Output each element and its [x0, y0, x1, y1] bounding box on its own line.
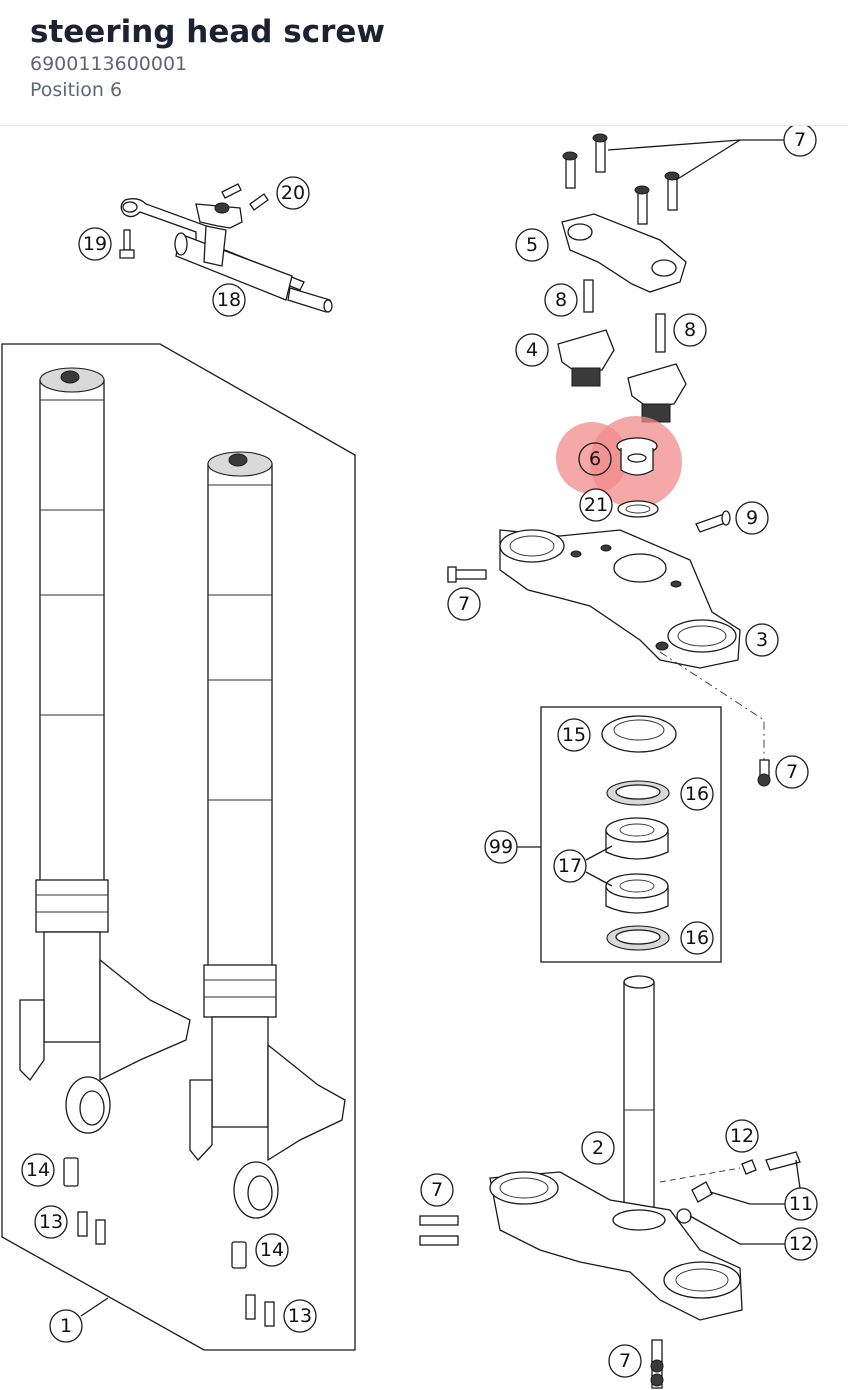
- svg-text:8: 8: [684, 319, 696, 341]
- position-label: Position 6: [30, 79, 123, 101]
- svg-text:7: 7: [794, 129, 806, 151]
- callout-16-top[interactable]: 16: [680, 777, 714, 811]
- callout-15[interactable]: 15: [557, 718, 591, 752]
- callout-4[interactable]: 4: [515, 333, 549, 367]
- callout-12-top[interactable]: 12: [725, 1119, 759, 1153]
- svg-text:13: 13: [288, 1305, 312, 1327]
- callout-6[interactable]: 6: [578, 442, 612, 476]
- bearing-kit-box: [540, 706, 722, 963]
- lower-triple-clamp-2[interactable]: [489, 975, 743, 1321]
- svg-text:21: 21: [584, 494, 608, 516]
- clamp-bolts-7[interactable]: [562, 133, 680, 225]
- callout-13-right[interactable]: 13: [283, 1299, 317, 1333]
- svg-text:17: 17: [558, 855, 582, 877]
- exploded-parts-diagram: 1 2 3 4 5 6 7 7 7 7 7 8 8 9 11 12 12 13 …: [1, 126, 818, 1389]
- svg-text:20: 20: [281, 182, 305, 204]
- svg-text:12: 12: [789, 1233, 813, 1255]
- svg-text:18: 18: [217, 289, 241, 311]
- callout-99[interactable]: 99: [484, 830, 518, 864]
- callout-19[interactable]: 19: [78, 227, 112, 261]
- svg-text:2: 2: [592, 1137, 604, 1159]
- callout-7-top[interactable]: 7: [783, 126, 817, 157]
- callout-20[interactable]: 20: [276, 176, 310, 210]
- page-header: steering head screw 6900113600001 Positi…: [0, 0, 848, 126]
- callout-21[interactable]: 21: [579, 488, 613, 522]
- svg-text:12: 12: [730, 1125, 754, 1147]
- callout-18[interactable]: 18: [212, 283, 246, 317]
- svg-text:99: 99: [489, 836, 513, 858]
- svg-text:14: 14: [26, 1159, 50, 1181]
- handlebar-clamps-4[interactable]: [557, 329, 687, 423]
- lower-clamp-bolts-7[interactable]: [419, 1215, 664, 1389]
- callout-7-bottom[interactable]: 7: [608, 1344, 642, 1378]
- svg-text:9: 9: [746, 507, 758, 529]
- callout-8-left[interactable]: 8: [544, 283, 578, 317]
- callout-17[interactable]: 17: [553, 849, 587, 883]
- callout-14-right[interactable]: 14: [255, 1233, 289, 1267]
- handlebar-clamp-top-5[interactable]: [561, 213, 687, 293]
- fork-bolts[interactable]: [63, 1157, 275, 1327]
- svg-text:1: 1: [60, 1315, 72, 1337]
- damper-bolt-19[interactable]: [119, 229, 135, 259]
- damper-bolts-20[interactable]: [221, 183, 269, 211]
- washer-21[interactable]: [617, 500, 659, 518]
- callout-2[interactable]: 2: [581, 1131, 615, 1165]
- callout-13-left[interactable]: 13: [34, 1205, 68, 1239]
- callout-7-lower-left[interactable]: 7: [420, 1173, 454, 1207]
- page-title: steering head screw: [30, 14, 386, 50]
- svg-text:6: 6: [589, 448, 601, 470]
- bearing-kit[interactable]: [601, 715, 677, 951]
- svg-text:14: 14: [260, 1239, 284, 1261]
- svg-text:5: 5: [526, 234, 538, 256]
- callout-5[interactable]: 5: [515, 228, 549, 262]
- callout-8-right[interactable]: 8: [673, 313, 707, 347]
- fork-group-outline: [1, 343, 356, 1351]
- stem-bolts-11-12[interactable]: [676, 1151, 801, 1224]
- callout-7-left-clamp[interactable]: 7: [447, 587, 481, 621]
- svg-text:4: 4: [526, 339, 538, 361]
- svg-text:8: 8: [555, 289, 567, 311]
- svg-text:19: 19: [83, 233, 107, 255]
- fork-leg-right[interactable]: [189, 451, 346, 1219]
- svg-text:16: 16: [685, 783, 709, 805]
- upper-triple-clamp-3[interactable]: [499, 529, 741, 669]
- pinch-bolt-9[interactable]: [695, 510, 731, 533]
- fork-leg-left[interactable]: [19, 367, 191, 1134]
- clamp-bolt-7-left[interactable]: [447, 566, 487, 583]
- callout-1[interactable]: 1: [49, 1309, 83, 1343]
- svg-text:13: 13: [39, 1211, 63, 1233]
- svg-text:16: 16: [685, 927, 709, 949]
- svg-text:7: 7: [619, 1350, 631, 1372]
- svg-text:15: 15: [562, 724, 586, 746]
- clamp-bolts-8[interactable]: [583, 279, 666, 353]
- svg-text:3: 3: [756, 629, 768, 651]
- steering-damper[interactable]: [120, 198, 333, 313]
- clamp-bolt-7-right[interactable]: [757, 759, 771, 787]
- highlight-position-6[interactable]: [556, 416, 682, 508]
- part-number: 6900113600001: [30, 53, 188, 75]
- callout-7-right-clamp[interactable]: 7: [775, 755, 809, 789]
- callout-9[interactable]: 9: [735, 501, 769, 535]
- svg-text:7: 7: [458, 593, 470, 615]
- svg-text:11: 11: [789, 1193, 813, 1215]
- callout-16-bottom[interactable]: 16: [680, 921, 714, 955]
- svg-text:7: 7: [431, 1179, 443, 1201]
- callout-12-bottom[interactable]: 12: [784, 1227, 818, 1261]
- svg-text:7: 7: [786, 761, 798, 783]
- callout-14-left[interactable]: 14: [21, 1153, 55, 1187]
- callout-3[interactable]: 3: [745, 623, 779, 657]
- callout-11[interactable]: 11: [784, 1187, 818, 1221]
